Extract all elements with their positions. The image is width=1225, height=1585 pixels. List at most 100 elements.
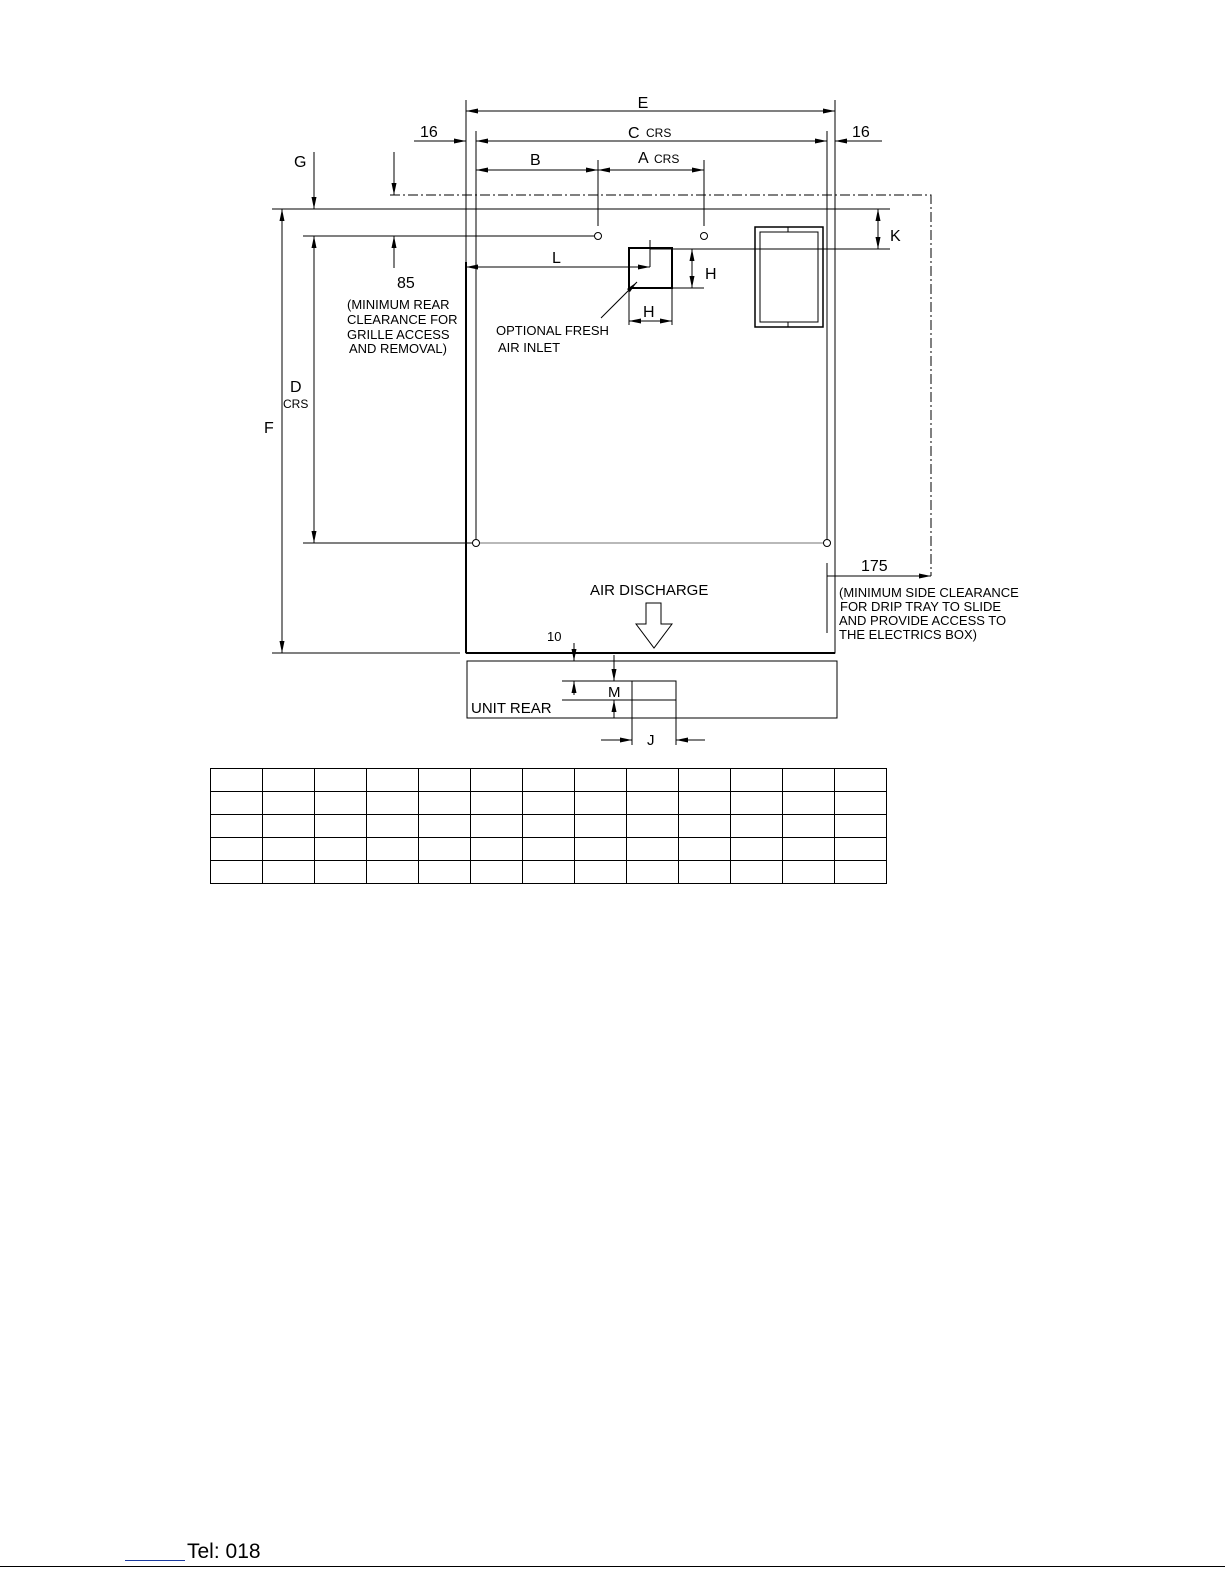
dimension-f: F: [264, 208, 466, 654]
dimension-a: A CRS: [598, 150, 704, 173]
table-cell: [834, 814, 887, 838]
mounting-hole-bottom-left: [472, 539, 480, 547]
table-cell: [314, 768, 367, 792]
table-cell: [314, 814, 367, 838]
table-cell: [574, 860, 627, 884]
rear-clearance-value: 85: [397, 275, 415, 292]
unit-outline: [465, 208, 836, 654]
page-footer: Tel: 018: [0, 1540, 1225, 1585]
table-row: [210, 791, 887, 815]
table-cell: [262, 791, 315, 815]
table-cell: [210, 837, 263, 861]
table-cell: [626, 814, 679, 838]
side-clearance-note-4: THE ELECTRICS BOX): [839, 627, 977, 642]
dimension-16-left: 16: [414, 124, 466, 144]
side-clearance-value: 175: [861, 558, 888, 575]
table-cell: [834, 768, 887, 792]
table-cell: [678, 837, 731, 861]
table-cell: [262, 860, 315, 884]
air-discharge: AIR DISCHARGE: [590, 582, 708, 649]
table-cell: [522, 768, 575, 792]
side-clearance-note-2: FOR DRIP TRAY TO SLIDE: [840, 599, 1001, 614]
table-cell: [522, 814, 575, 838]
table-cell: [314, 837, 367, 861]
dimension-c-crs: CRS: [646, 126, 671, 140]
table-cell: [262, 814, 315, 838]
side-clearance-note-3: AND PROVIDE ACCESS TO: [839, 613, 1006, 628]
table-cell: [262, 768, 315, 792]
dimension-j-label: J: [647, 732, 655, 749]
table-cell: [574, 837, 627, 861]
dimension-table: [210, 768, 887, 884]
dimension-e-label: E: [638, 95, 649, 112]
table-cell: [834, 837, 887, 861]
table-cell: [366, 860, 419, 884]
dimension-10-label: 10: [547, 629, 561, 644]
table-cell: [678, 814, 731, 838]
table-row: [210, 768, 887, 792]
rear-clearance-dimension: 85 (MINIMUM REAR CLEARANCE FOR GRILLE AC…: [347, 236, 458, 356]
table-row: [210, 814, 887, 838]
dimension-h-top-label: H: [705, 266, 717, 283]
table-cell: [366, 814, 419, 838]
dimension-d: D CRS: [283, 235, 598, 544]
footer-link-underline: [125, 1560, 185, 1561]
table-cell: [834, 860, 887, 884]
table-cell: [782, 837, 835, 861]
unit-rear-view: UNIT REAR 10 M J: [466, 629, 838, 749]
table-cell: [730, 860, 783, 884]
table-cell: [834, 791, 887, 815]
dimension-c: C CRS: [475, 125, 828, 540]
dimension-f-label: F: [264, 420, 274, 437]
table-cell: [782, 768, 835, 792]
side-clearance-dimension: 175 (MINIMUM SIDE CLEARANCE FOR DRIP TRA…: [826, 558, 1019, 642]
fresh-air-inlet: H H OPTIONAL FRESH AIR INLET: [496, 240, 890, 355]
dimension-d-label: D: [290, 379, 302, 396]
table-cell: [418, 837, 471, 861]
mounting-hole-top-left: [594, 232, 602, 240]
table-cell: [730, 814, 783, 838]
unit-rear-label: UNIT REAR: [471, 700, 552, 717]
table-cell: [366, 768, 419, 792]
table-cell: [366, 791, 419, 815]
air-discharge-label: AIR DISCHARGE: [590, 582, 708, 599]
table-cell: [782, 814, 835, 838]
table-cell: [418, 814, 471, 838]
dimension-h-bottom-label: H: [643, 304, 655, 321]
clearance-boundary: [390, 194, 932, 576]
dimension-16-right-label: 16: [852, 124, 870, 141]
table-cell: [626, 860, 679, 884]
table-cell: [210, 814, 263, 838]
table-cell: [418, 768, 471, 792]
fresh-air-note-1: OPTIONAL FRESH: [496, 323, 609, 338]
table-cell: [470, 814, 523, 838]
table-cell: [730, 791, 783, 815]
table-cell: [574, 814, 627, 838]
table-cell: [470, 768, 523, 792]
dimension-c-label: C: [628, 125, 640, 142]
table-cell: [522, 837, 575, 861]
footer-telephone: Tel: 018: [187, 1540, 261, 1563]
table-cell: [314, 791, 367, 815]
dimension-d-crs: CRS: [283, 397, 308, 411]
table-cell: [574, 791, 627, 815]
side-clearance-note-1: (MINIMUM SIDE CLEARANCE: [839, 585, 1019, 600]
dimension-a-label: A: [638, 150, 649, 167]
dimension-a-crs: CRS: [654, 152, 679, 166]
dimension-g-label: G: [294, 154, 306, 171]
rear-clearance-note-3: GRILLE ACCESS: [347, 327, 450, 342]
dimension-k-label: K: [890, 228, 901, 245]
table-cell: [262, 837, 315, 861]
electrics-box: [754, 226, 824, 328]
dimension-b: B: [476, 152, 705, 226]
table-cell: [366, 837, 419, 861]
dimension-e: E: [465, 95, 836, 214]
table-cell: [210, 860, 263, 884]
dimension-l: L: [466, 250, 650, 270]
table-cell: [210, 768, 263, 792]
rear-clearance-note-1: (MINIMUM REAR: [347, 297, 450, 312]
table-cell: [730, 768, 783, 792]
dimension-g: G: [294, 152, 397, 209]
table-cell: [678, 768, 731, 792]
